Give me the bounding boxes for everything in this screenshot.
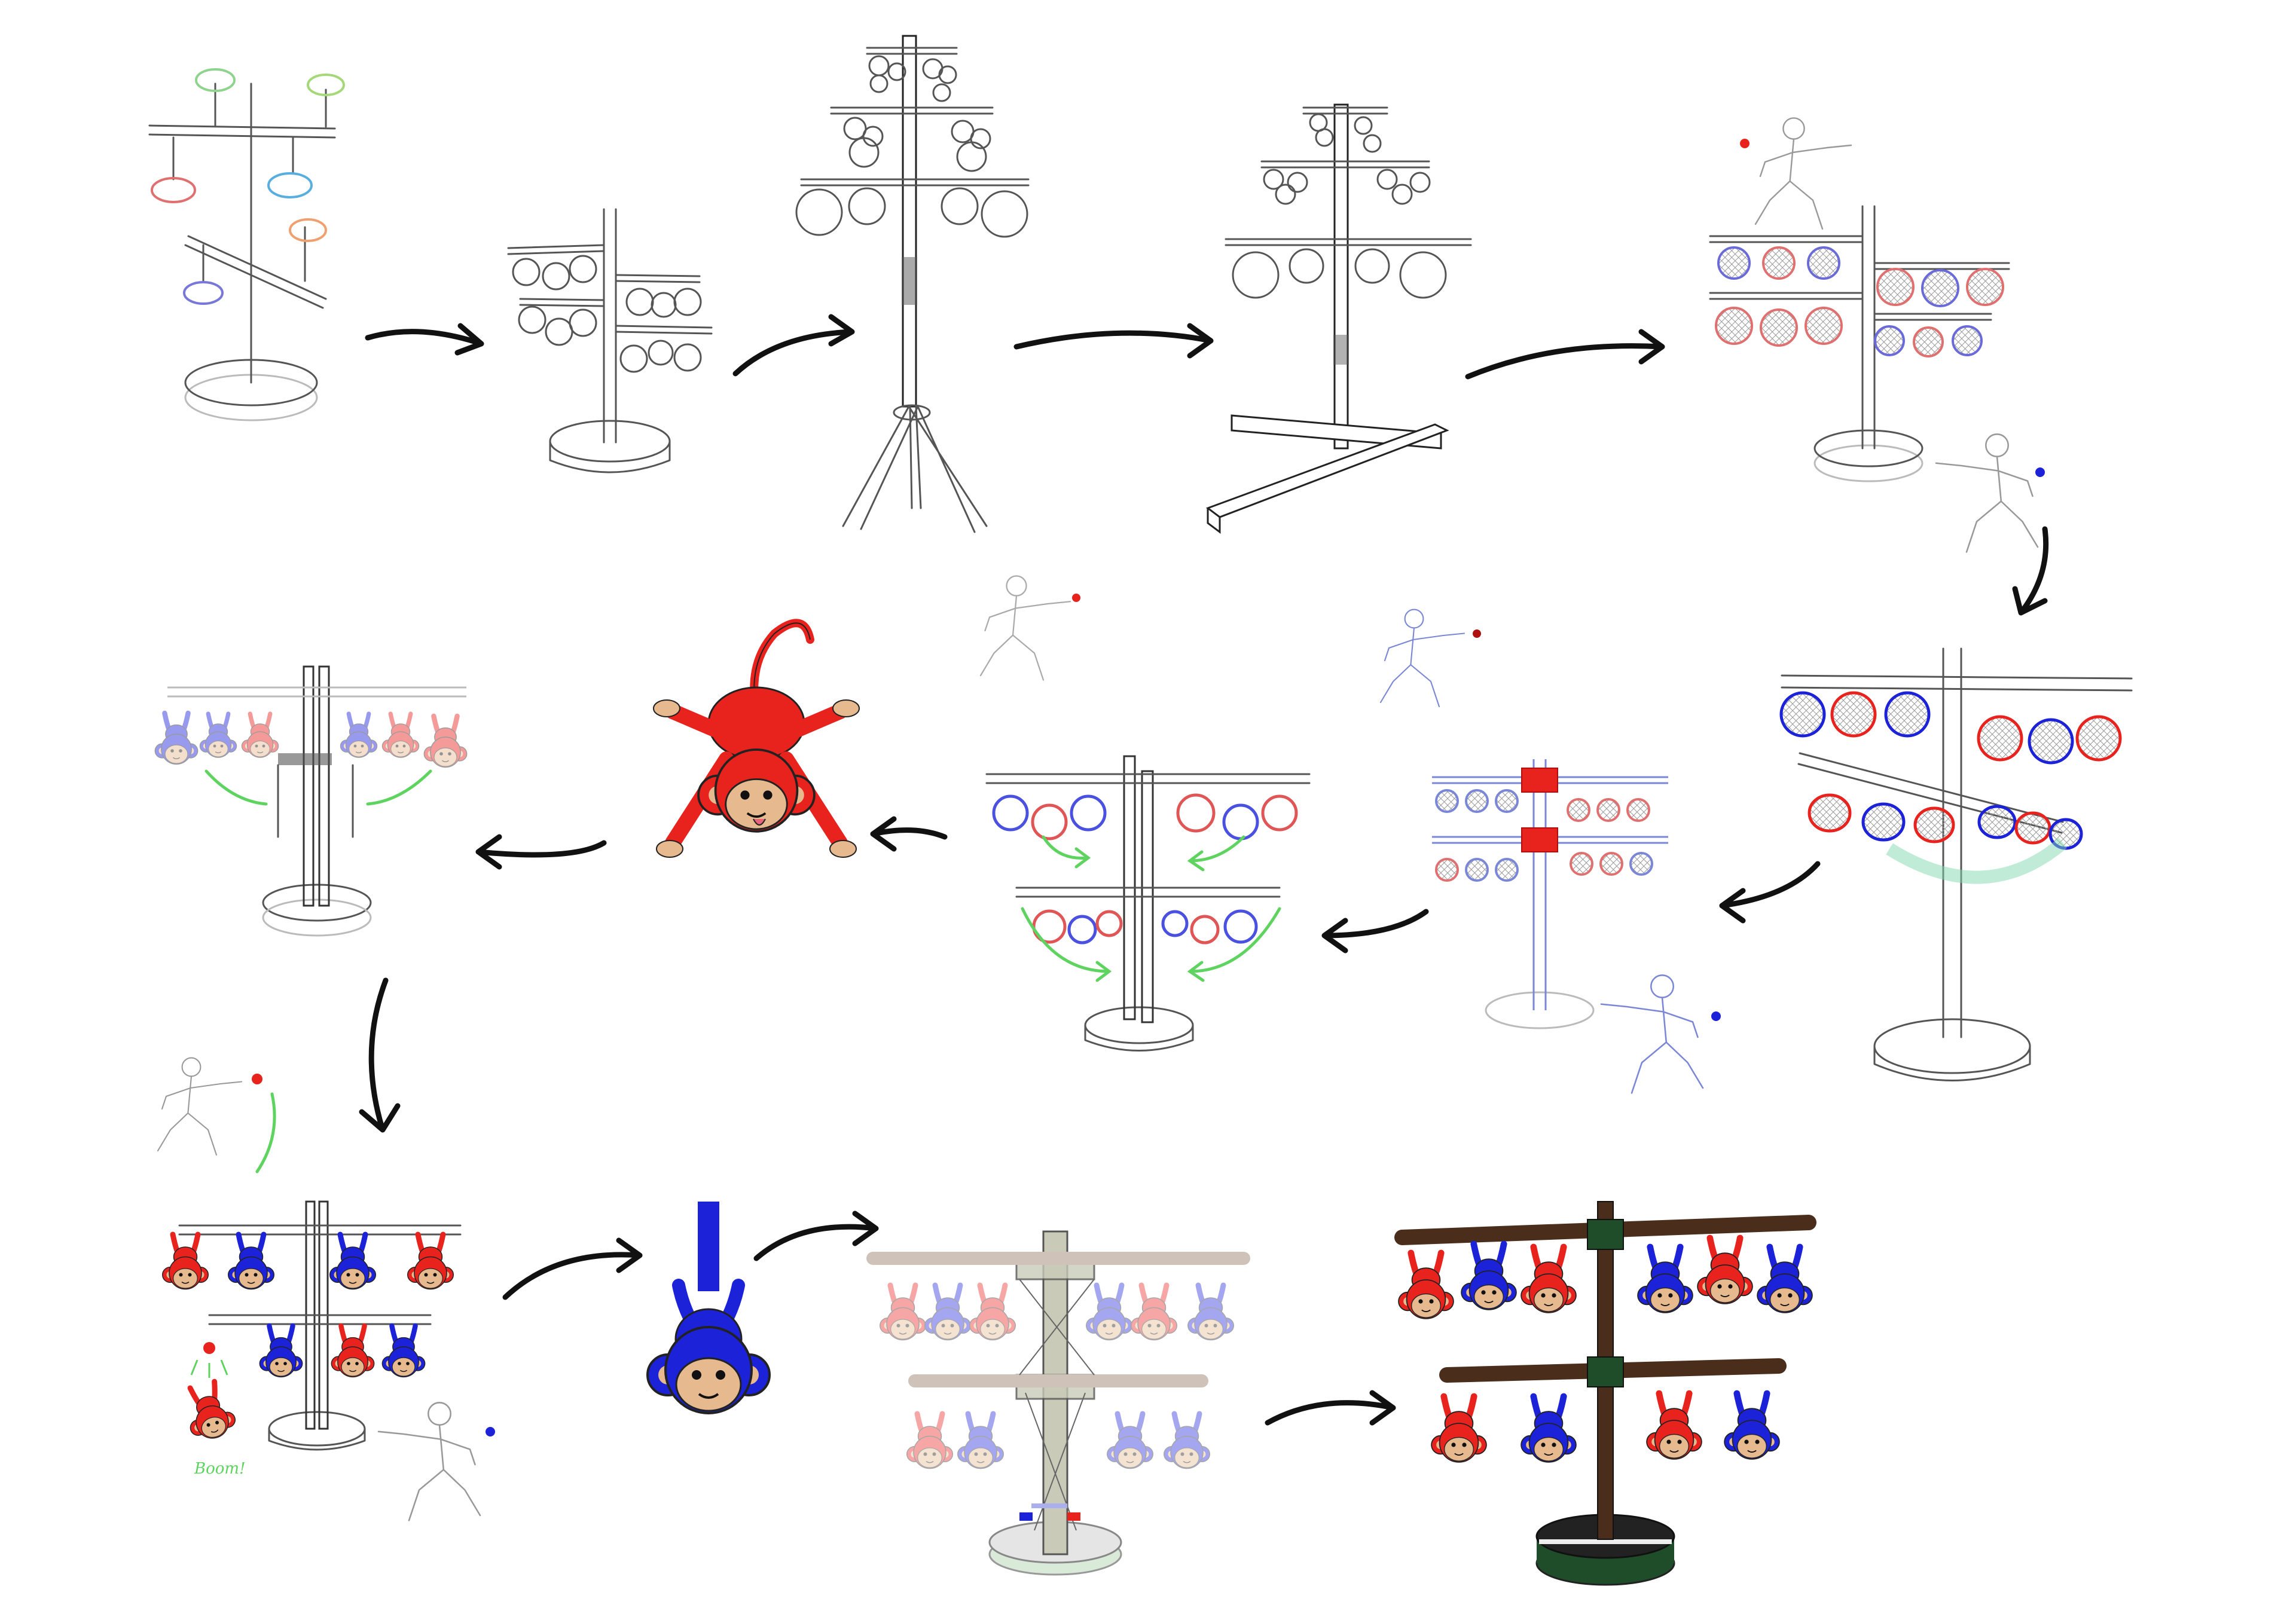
step-7-sliding-connectors [1379,609,1721,1094]
flow-arrow-10 [359,977,401,1133]
flow-arrow-8 [870,816,948,852]
flow-arrow-2 [732,314,855,377]
flow-arrow-11 [502,1237,643,1300]
step-2-multi-branch-rings [507,208,713,473]
step-14-final-product [1394,1201,1816,1586]
step-13-translucent-prototype [866,1230,1250,1576]
flow-arrow-7 [1321,909,1429,953]
step-1-tilted-branch-stand [148,68,345,421]
flow-arrow-6 [1719,861,1821,924]
step-5-two-player-rings [1709,117,2045,553]
step-4-cross-base-tree [1205,103,1472,534]
step-3-tripod-tree [795,35,1030,533]
flow-arrow-1 [365,323,484,356]
boom-label: Boom! [194,1460,246,1478]
step-10-hanging-monkeys [155,665,466,937]
step-12-single-monkey [646,1202,771,1414]
step-6-tilted-ring-stand [1779,647,2133,1081]
flow-arrow-9 [475,834,607,870]
flow-arrow-12 [753,1211,879,1261]
flow-arrow-13 [1265,1390,1396,1426]
step-9-monkey-mascot [653,619,860,858]
step-11-monkey-targets: Boom! [157,1057,495,1521]
flow-arrow-3 [1013,323,1214,359]
flow-arrow-5 [2012,526,2049,616]
flow-arrow-4 [1465,329,1665,380]
step-8-swinging-rings [979,575,1311,1052]
